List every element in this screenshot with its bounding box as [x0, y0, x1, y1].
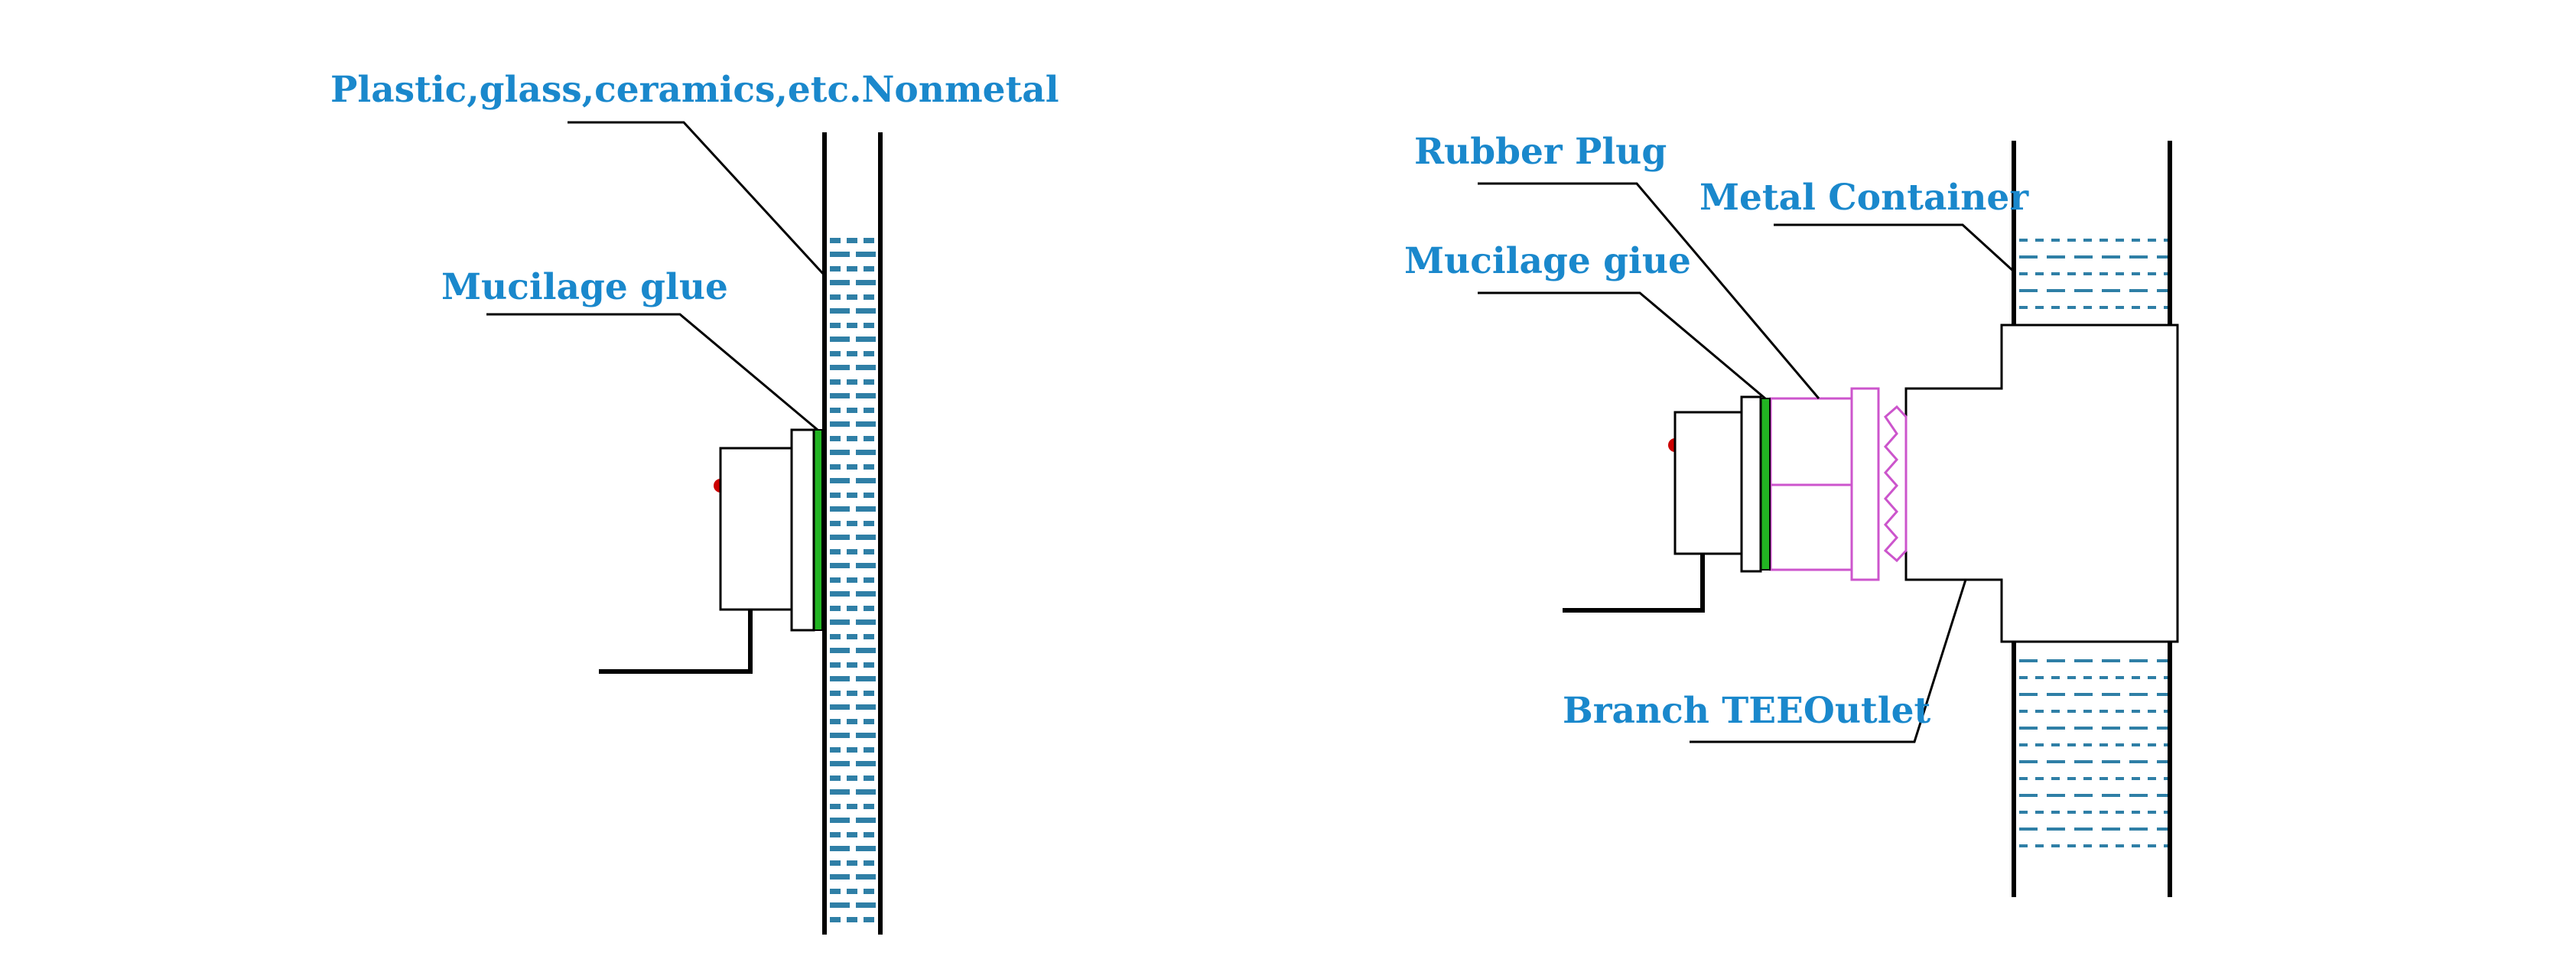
sensor-flange-left: [790, 428, 815, 632]
sensor-body-left: [719, 447, 793, 611]
metal-container-assembly: [1478, 141, 2179, 897]
leader-glue-left: [486, 313, 818, 431]
sensor-body-right: [1673, 411, 1743, 555]
mucilage-glue-layer-right: [1760, 398, 1771, 571]
leader-rubber-plug: [1478, 182, 1820, 399]
label-mucilage-glue-left: Mucilage glue: [441, 266, 728, 308]
thread-zigzag: [1883, 405, 1908, 563]
leader-glue-right: [1478, 291, 1766, 400]
leader-metal-container: [1774, 223, 2015, 273]
sensor-cable-right: [1563, 554, 1705, 613]
liquid-fill-right-top: [2019, 239, 2169, 319]
sensor-cable-left: [599, 610, 753, 674]
label-nonmetal: Plastic,glass,ceramics,etc.Nonmetal: [330, 69, 1059, 111]
liquid-fill-right-bottom: [2019, 653, 2169, 860]
label-mucilage-glue-right: Mucilage giue: [1404, 240, 1691, 282]
label-metal-container: Metal Container: [1699, 177, 2029, 219]
callout-labels: Plastic,glass,ceramics,etc.Nonmetal Muci…: [330, 69, 2029, 732]
leader-nonmetal: [568, 121, 826, 277]
leader-branch-tee: [1690, 579, 1967, 743]
nonmetal-assembly: [486, 121, 883, 935]
branch-tee-outlet: [1904, 324, 2179, 643]
label-rubber-plug: Rubber Plug: [1414, 131, 1667, 173]
liquid-fill-left: [830, 237, 880, 925]
rubber-plug-flange: [1850, 387, 1880, 581]
sensor-flange-right: [1740, 395, 1762, 573]
mucilage-glue-layer-left: [813, 429, 823, 631]
label-branch-tee-outlet: Branch TEEOutlet: [1563, 690, 1930, 732]
